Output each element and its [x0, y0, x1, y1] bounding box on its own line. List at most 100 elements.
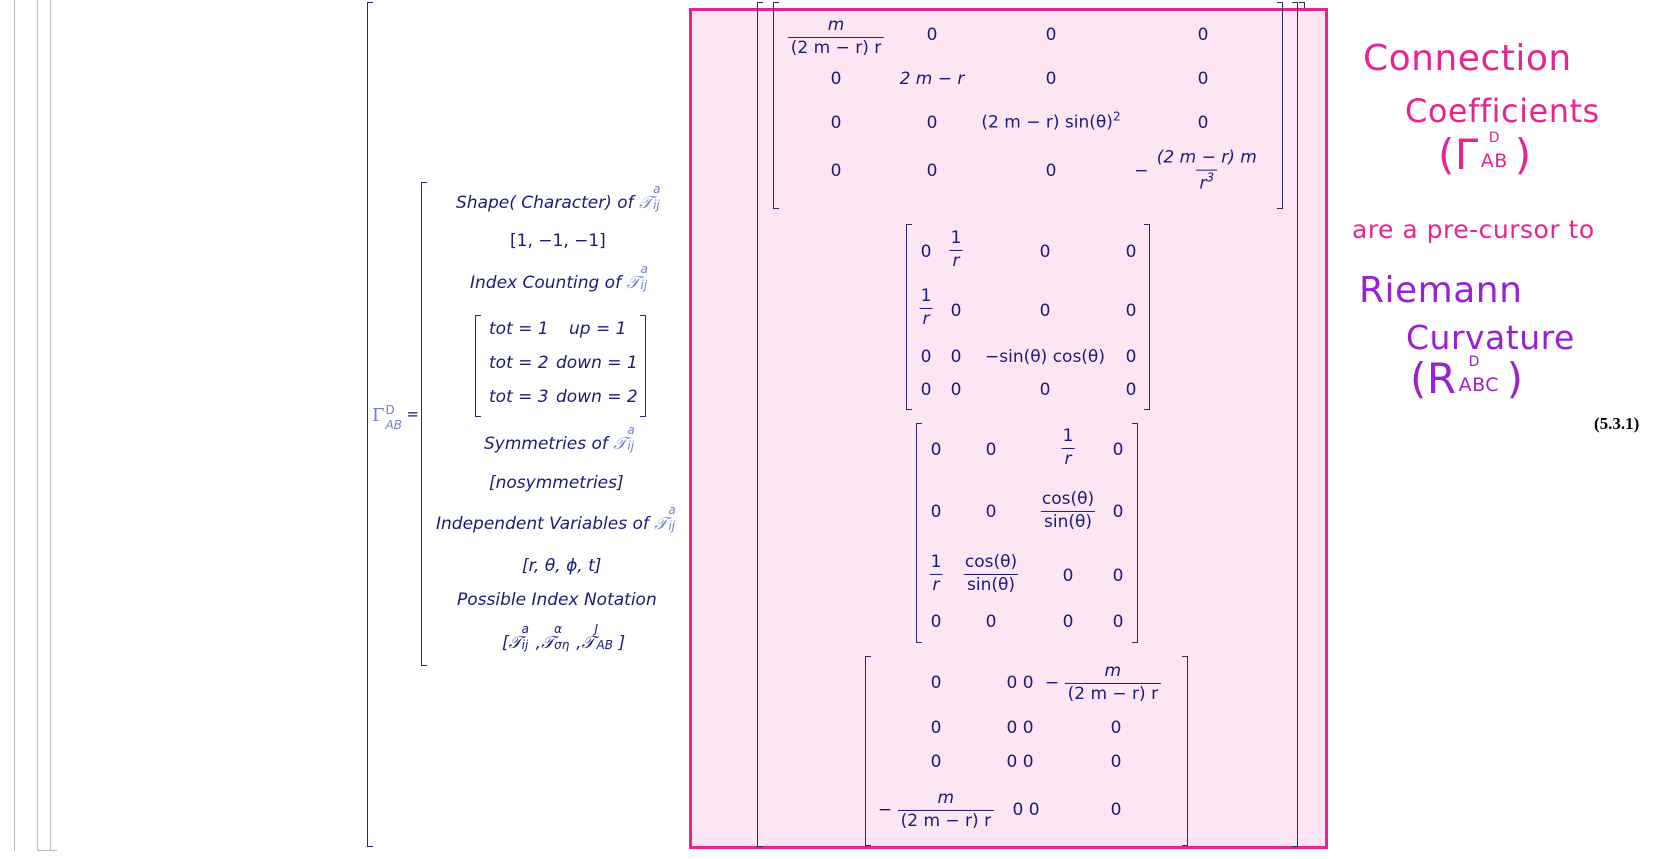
m3-r2-c3: 0 — [1112, 566, 1124, 586]
annotation-line-riemann: Riemann — [1359, 270, 1523, 311]
m4-r1-c0: 0 — [930, 718, 942, 738]
annotation-line-precursor: are a pre-cursor to — [1352, 215, 1595, 244]
m1-r1-c0: 0 — [830, 69, 842, 89]
notation-b-sup: α — [554, 622, 563, 636]
m4-r3-c3: 0 — [1110, 800, 1122, 820]
m3-r2-c0-den: r — [929, 573, 943, 596]
gamma-sup: D — [385, 403, 395, 417]
m4-r0-c3-minus: − — [1044, 673, 1060, 693]
gutter-line-2 — [37, 0, 38, 851]
m2-r2-c3: 0 — [1125, 347, 1137, 367]
notation-c-sup: J — [594, 622, 599, 636]
m3-r0-c3: 0 — [1112, 440, 1124, 460]
notation-a-sup: a — [521, 622, 530, 636]
m3-r3-c1: 0 — [985, 612, 997, 632]
m3-r2-c1-den: sin(θ) — [963, 573, 1019, 596]
m2-r1-c1: 0 — [950, 301, 962, 321]
gutter-line-1 — [14, 0, 15, 851]
annotation-r-close: ) — [1506, 354, 1524, 403]
m1-r0-c3: 0 — [1197, 25, 1209, 45]
symmetries-value: [nosymmetries] — [489, 473, 624, 493]
tensor-symbol: 𝒯 — [639, 193, 653, 213]
tensor-sup: a — [627, 423, 635, 437]
matrix-list-right-bracket — [1292, 2, 1298, 847]
tensor-symbol: 𝒯 — [626, 273, 640, 293]
m2-r1-c3: 0 — [1125, 301, 1137, 321]
matrix-2-right-bracket — [1144, 224, 1150, 410]
annotation-gamma-open: ( — [1438, 130, 1455, 179]
m1-r3-c3-den: r3 — [1196, 169, 1218, 193]
matrix-list-left-bracket — [757, 2, 763, 847]
equation-number: (5.3.1) — [1594, 414, 1640, 433]
m4-r0-c3: − m(2 m − r) r — [1044, 660, 1162, 705]
m1-r3-c3-minus: − — [1134, 161, 1149, 181]
annotation-r-symbol: R — [1426, 354, 1457, 403]
m1-r3-c0: 0 — [830, 161, 842, 181]
annotation-line-connection: Connection — [1363, 38, 1572, 79]
m3-r2-c1: cos(θ)sin(θ) — [962, 552, 1020, 596]
m1-r0-c1: 0 — [926, 25, 938, 45]
m2-r3-c1: 0 — [950, 380, 962, 400]
annotation-gamma-symbol: Γ — [1454, 130, 1479, 179]
m2-r3-c3: 0 — [1125, 380, 1137, 400]
m2-r1-c0-num: 1 — [920, 285, 932, 306]
matrix-4-right-bracket — [1182, 656, 1188, 846]
m4-r1-c12: 0 0 — [1006, 718, 1034, 738]
m2-r2-c2: −sin(θ) cos(θ) — [985, 347, 1105, 367]
m1-r0-c0-den: (2 m − r) r — [787, 36, 885, 59]
annotation-gamma-sup: D — [1488, 130, 1501, 146]
index-row-2-tot: tot = 2 — [489, 353, 549, 373]
m3-r2-c2: 0 — [1062, 566, 1074, 586]
gutter-foot — [37, 850, 57, 851]
m1-r0-c2: 0 — [1045, 25, 1057, 45]
shape-value: [1, −1, −1] — [510, 231, 606, 251]
independent-vars-value: [r, θ, ϕ, t] — [522, 556, 602, 576]
m4-r0-c3-num: m — [1104, 660, 1122, 681]
m2-r2-c1: 0 — [950, 347, 962, 367]
notation-symbol-b: 𝒯 — [541, 633, 555, 653]
m1-r1-c2: 0 — [1045, 69, 1057, 89]
m4-r0-c0: 0 — [930, 673, 942, 693]
m4-r3-c0-num: m — [937, 787, 955, 808]
tensor-sup: a — [640, 262, 648, 276]
symmetries-label-text: Symmetries of — [484, 434, 608, 454]
index-label-text: Index Counting of — [470, 273, 622, 293]
m4-r0-c12: 0 0 — [1006, 673, 1034, 693]
tensor-sub: ij — [640, 278, 648, 292]
matrix-3-right-bracket — [1132, 423, 1138, 643]
notation-sep-1: , — [535, 633, 542, 653]
notation-c-sub: AB — [596, 638, 613, 652]
notation-a-sub: ij — [521, 638, 529, 652]
m1-r3-c3-den-base: r — [1199, 172, 1207, 193]
m2-r1-c2: 0 — [1039, 301, 1051, 321]
index-row-1-tot: tot = 1 — [489, 319, 549, 339]
tensor-sup: a — [668, 503, 676, 517]
index-matrix-right-bracket — [640, 315, 646, 417]
m4-r0-c3-den: (2 m − r) r — [1064, 682, 1162, 705]
tensor-sub: ij — [653, 198, 660, 212]
m1-r2-c2: (2 m − r) sin(θ)2 — [981, 110, 1120, 133]
m1-r2-c2-base: (2 m − r) sin(θ) — [981, 112, 1113, 133]
notation-symbol-c: 𝒯 — [581, 633, 595, 653]
m2-r1-c0-den: r — [919, 307, 933, 330]
m3-r1-c2: cos(θ)sin(θ) — [1039, 489, 1097, 532]
tensor-sub: ij — [668, 519, 675, 533]
matrix-1-right-bracket — [1277, 2, 1283, 209]
props-left-bracket — [421, 182, 427, 666]
tensor-sup: a — [653, 182, 661, 196]
independent-vars-label-text: Independent Variables of — [436, 514, 649, 534]
annotation-r-open: ( — [1410, 354, 1427, 403]
matrix-4-left-bracket — [865, 656, 871, 846]
shape-label-text: Shape( Character) of — [456, 193, 634, 213]
annotation-gamma-sub: AB — [1480, 150, 1508, 172]
